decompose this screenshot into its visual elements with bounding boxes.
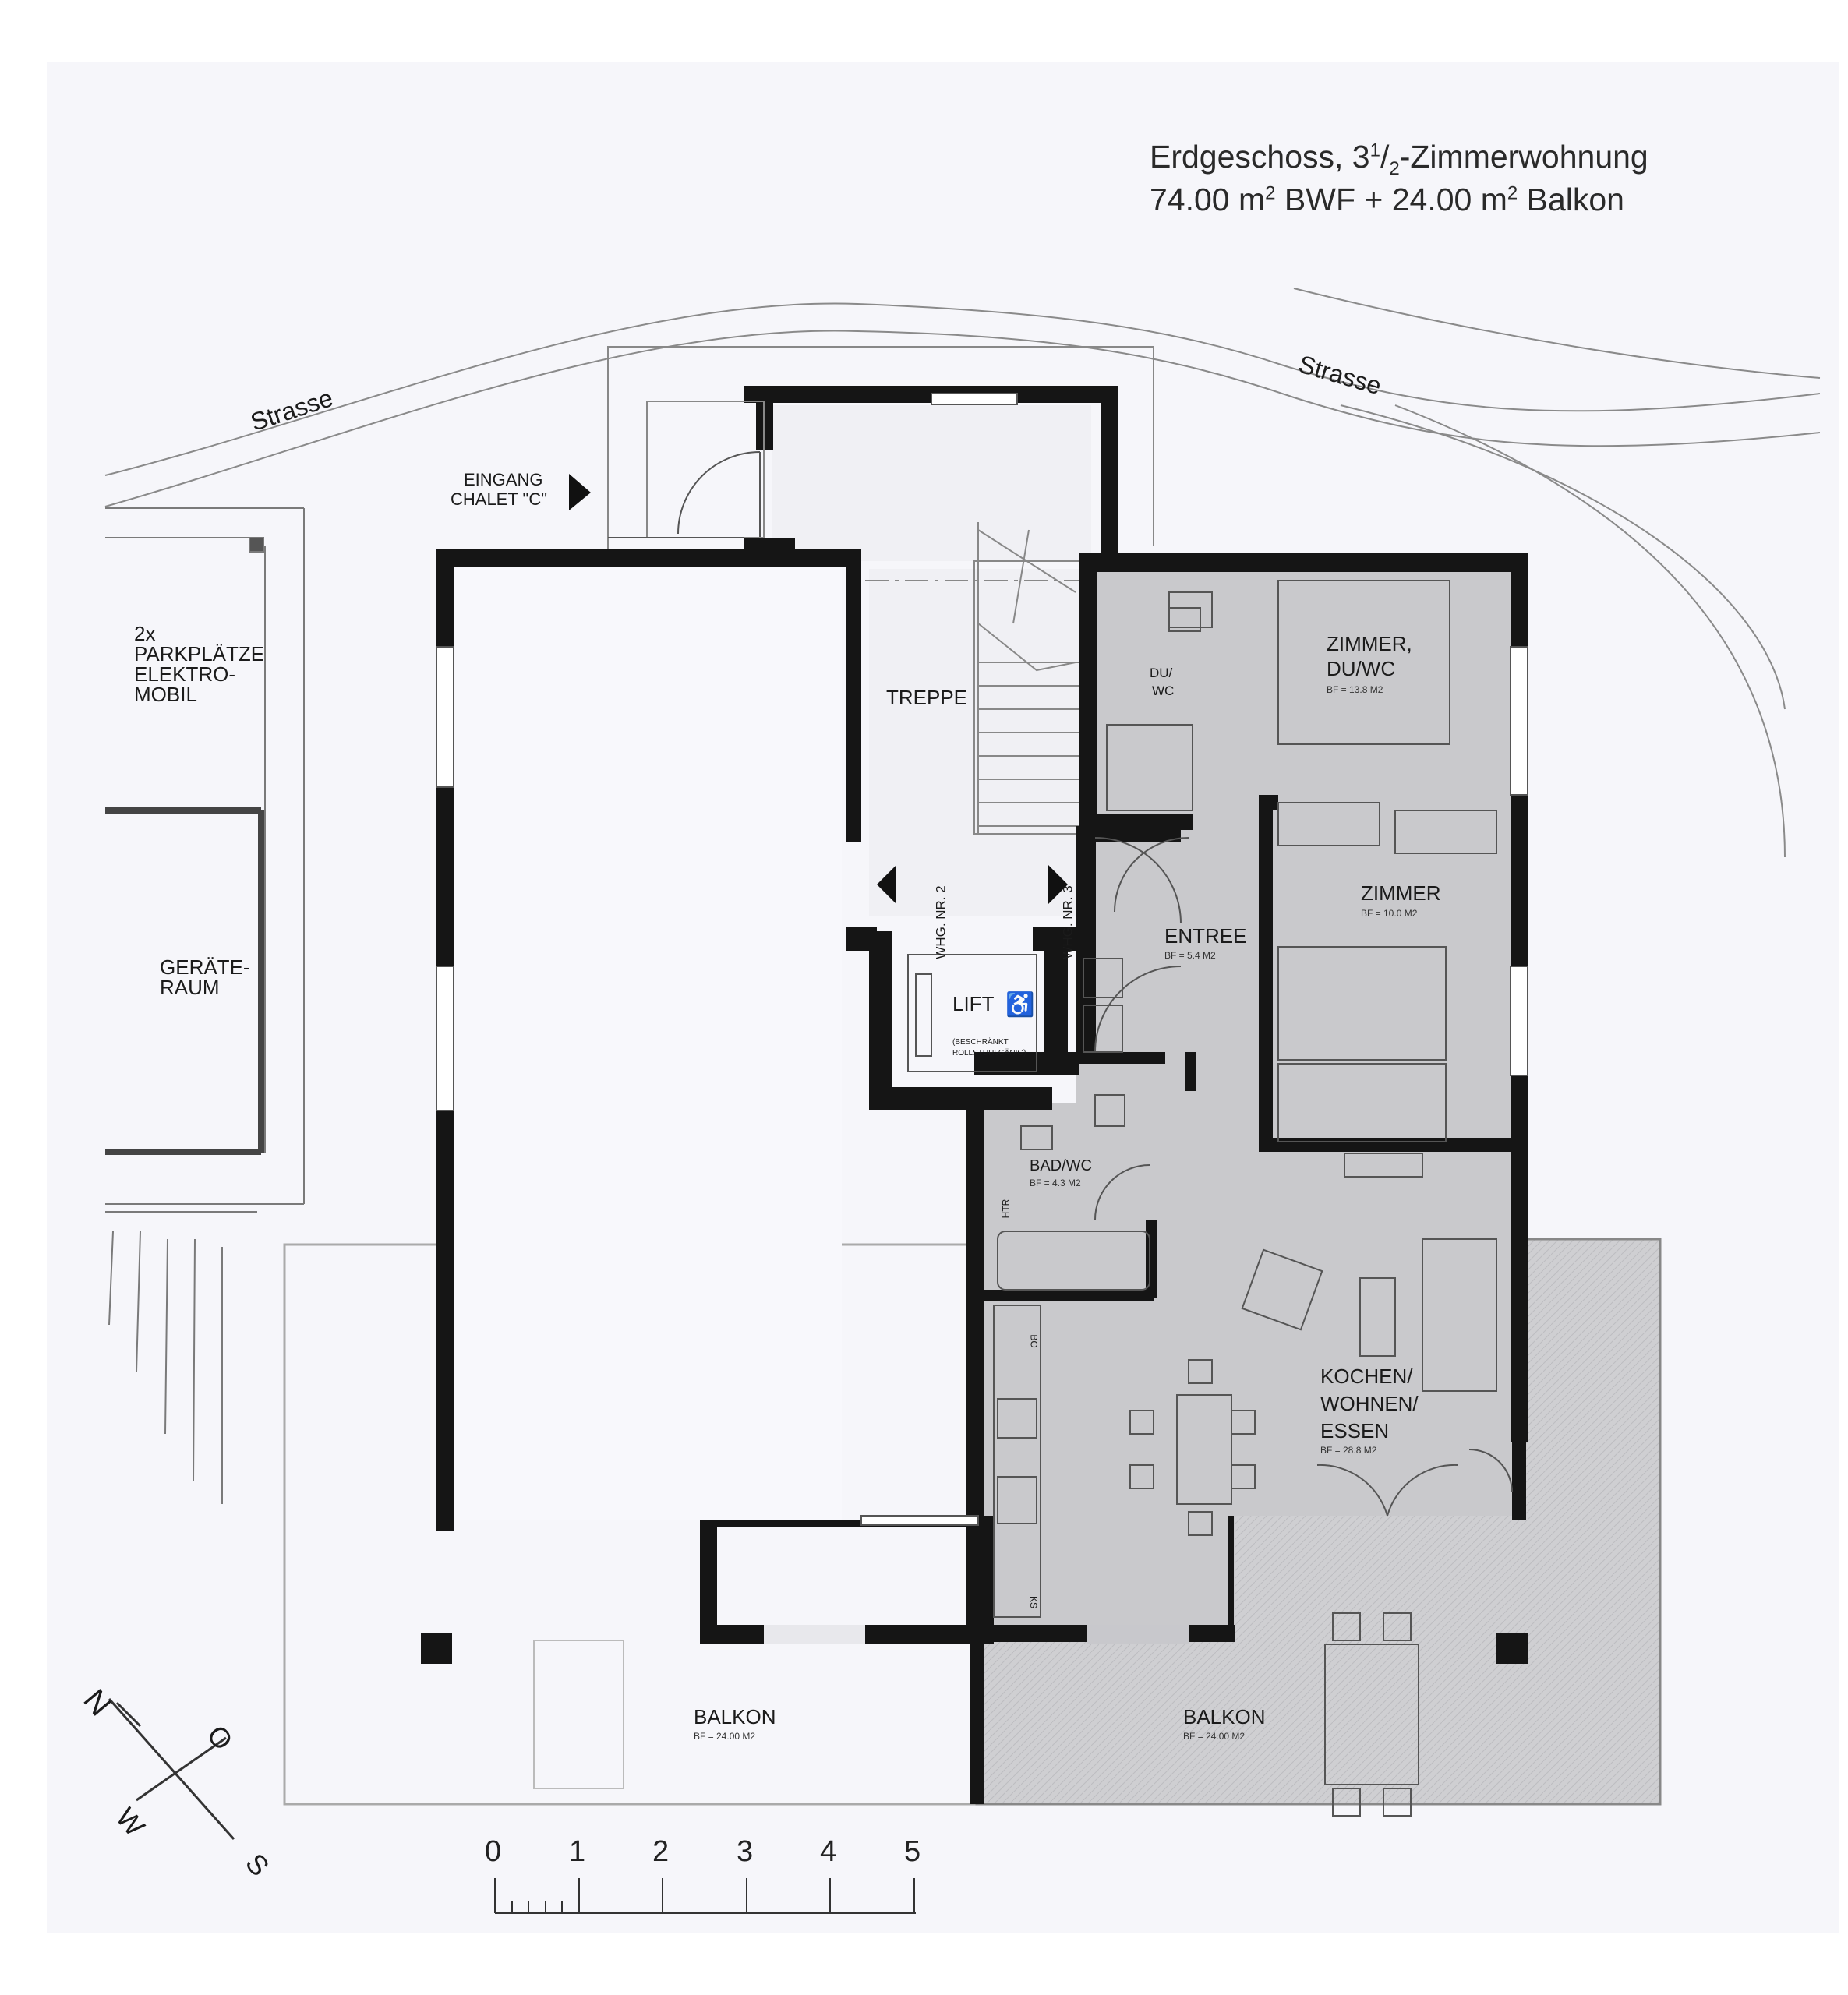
scale-tick-1: 1	[569, 1835, 586, 1868]
zimmer2-area: BF = 10.0 M2	[1361, 908, 1418, 919]
arrows	[569, 474, 1068, 904]
htr-label: HTR	[1000, 1199, 1012, 1219]
balkon-right-area: BF = 24.00 M2	[1183, 1731, 1246, 1742]
entree-label: ENTREE	[1164, 924, 1247, 948]
lift-note-2: ROLLSTUHLGÄNIG)	[952, 1049, 1026, 1058]
balkon-left-label: BALKON	[694, 1705, 776, 1728]
parking-label-2: PARKPLÄTZE	[134, 642, 265, 666]
kochen-label-2: WOHNEN/	[1320, 1392, 1419, 1415]
zimmer1-area: BF = 13.8 M2	[1327, 684, 1383, 695]
kochen-area: BF = 28.8 M2	[1320, 1445, 1377, 1456]
scale-tick-0: 0	[485, 1835, 502, 1868]
scale-tick-3: 3	[737, 1835, 754, 1868]
parking-label-1: 2x	[134, 622, 156, 645]
fixtures	[608, 401, 1513, 1817]
bad-area: BF = 4.3 M2	[1030, 1178, 1081, 1188]
scale-tick-5: 5	[904, 1835, 921, 1868]
plan-title: Erdgeschoss, 31/2-Zimmerwohnung	[1150, 139, 1648, 180]
shed-label-1: GERÄTE-	[160, 955, 250, 979]
balkon-left-area: BF = 24.00 M2	[694, 1731, 756, 1742]
plan-area-summary: 74.00 m2 BWF + 24.00 m2 Balkon	[1150, 182, 1624, 217]
wheelchair-icon: ♿	[1005, 992, 1035, 1018]
zimmer1-label-2: DU/WC	[1327, 657, 1396, 680]
lift-label: LIFT	[952, 992, 995, 1015]
scale-tick-4: 4	[820, 1835, 837, 1868]
duwc-label-1: DU/	[1150, 666, 1173, 680]
bo-label: BO	[1028, 1334, 1040, 1348]
apartment-entree-fill	[1076, 838, 1185, 1052]
ks-label: KS	[1028, 1595, 1040, 1609]
entrance-label-1: EINGANG	[464, 470, 543, 489]
shed-label-2: RAUM	[160, 976, 220, 999]
entree-area: BF = 5.4 M2	[1164, 950, 1216, 961]
core-outline	[607, 346, 1154, 835]
whg2-label: WHG. NR. 2	[933, 885, 949, 959]
kochen-label-1: KOCHEN/	[1320, 1365, 1413, 1388]
left-balcony-furniture	[533, 1640, 624, 1789]
kochen-label-3: ESSEN	[1320, 1419, 1390, 1442]
whg3-label: WHG. NR. 3	[1060, 885, 1076, 959]
compass-rose	[108, 1698, 235, 1840]
street-lines	[104, 288, 1821, 858]
treppe-label: TREPPE	[886, 686, 968, 709]
zimmer1-label-1: ZIMMER,	[1327, 632, 1412, 655]
lift-note-1: (BESCHRÄNKT	[952, 1038, 1009, 1047]
parking-label-4: MOBIL	[134, 683, 197, 706]
scale-bar	[494, 1878, 916, 1914]
duwc-label-2: WC	[1152, 683, 1175, 698]
parking-label-3: ELEKTRO-	[134, 662, 236, 686]
parking-area	[105, 507, 305, 1504]
entrance-label-2: CHALET "C"	[451, 489, 548, 509]
balkon-right-label: BALKON	[1183, 1705, 1266, 1728]
windows	[436, 393, 1528, 1526]
zimmer2-label: ZIMMER	[1361, 881, 1441, 905]
bad-label: BAD/WC	[1030, 1157, 1092, 1174]
scale-tick-2: 2	[652, 1835, 670, 1868]
